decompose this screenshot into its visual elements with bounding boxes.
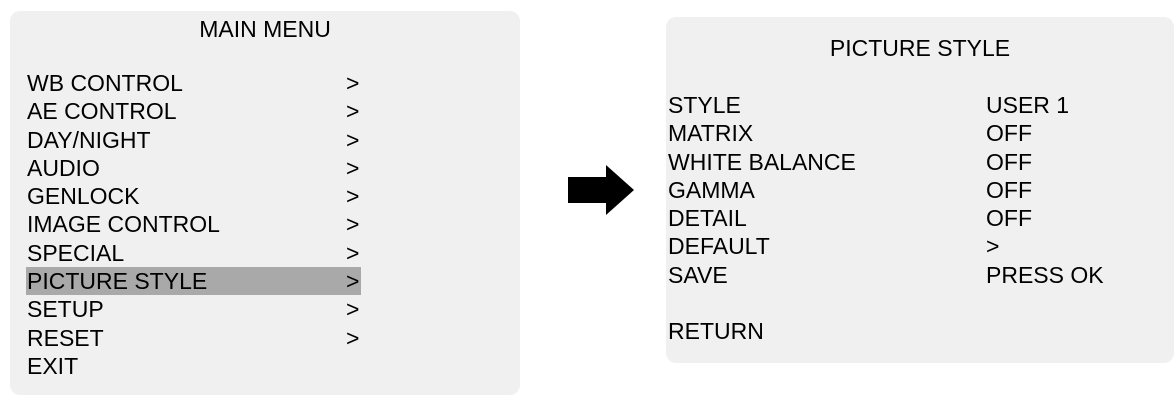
submenu-arrow-icon: > xyxy=(346,211,360,238)
picture-style-item-save[interactable]: SAVE PRESS OK xyxy=(666,261,1174,289)
picture-style-list: STYLE USER 1 MATRIX OFF WHITE BALANCE OF… xyxy=(666,91,1174,346)
menu-item-label: AE CONTROL xyxy=(27,98,177,125)
menu-item-label: SPECIAL xyxy=(27,239,125,266)
picture-style-item-default[interactable]: DEFAULT > xyxy=(666,232,1174,260)
main-menu-item-wb-control[interactable]: WB CONTROL > xyxy=(10,69,520,97)
menu-item-value: OFF xyxy=(986,120,1032,147)
main-menu-list: WB CONTROL > AE CONTROL > DAY/NIGHT > AU… xyxy=(10,69,520,380)
submenu-arrow-icon: > xyxy=(346,239,360,266)
menu-item-label: SAVE xyxy=(668,261,728,288)
menu-item-value: OFF xyxy=(986,176,1032,203)
main-menu-item-image-control[interactable]: IMAGE CONTROL > xyxy=(10,210,520,238)
picture-style-item-white-balance[interactable]: WHITE BALANCE OFF xyxy=(666,148,1174,176)
main-menu-title: MAIN MENU xyxy=(199,16,331,42)
submenu-arrow-icon: > xyxy=(346,154,360,181)
main-menu-item-day-night[interactable]: DAY/NIGHT > xyxy=(10,126,520,154)
submenu-arrow-icon: > xyxy=(346,296,360,323)
menu-item-label: GAMMA xyxy=(668,176,755,203)
submenu-arrow-icon: > xyxy=(346,268,360,295)
menu-item-label: DAY/NIGHT xyxy=(27,126,151,153)
picture-style-item-gamma[interactable]: GAMMA OFF xyxy=(666,176,1174,204)
submenu-arrow-icon: > xyxy=(346,98,360,125)
submenu-arrow-icon: > xyxy=(986,233,1000,260)
picture-style-title: PICTURE STYLE xyxy=(829,35,1011,61)
main-menu-item-special[interactable]: SPECIAL > xyxy=(10,239,520,267)
menu-item-label: DETAIL xyxy=(668,205,747,232)
picture-style-item-detail[interactable]: DETAIL OFF xyxy=(666,204,1174,232)
main-menu-item-picture-style[interactable]: PICTURE STYLE > xyxy=(10,267,520,296)
menu-item-label: WHITE BALANCE xyxy=(668,148,856,175)
menu-item-label: AUDIO xyxy=(27,154,100,181)
main-menu-item-reset[interactable]: RESET > xyxy=(10,324,520,352)
menu-item-value: OFF xyxy=(986,205,1032,232)
menu-item-label: DEFAULT xyxy=(668,233,770,260)
main-menu-item-exit[interactable]: EXIT xyxy=(10,352,520,380)
main-menu-item-ae-control[interactable]: AE CONTROL > xyxy=(10,97,520,125)
picture-style-panel: PICTURE STYLE STYLE USER 1 MATRIX OFF WH… xyxy=(666,17,1174,363)
menu-item-value: PRESS OK xyxy=(986,261,1104,288)
picture-style-item-style[interactable]: STYLE USER 1 xyxy=(666,91,1174,119)
submenu-arrow-icon: > xyxy=(346,70,360,96)
menu-item-label: SETUP xyxy=(27,296,104,323)
menu-item-label: MATRIX xyxy=(668,120,754,147)
menu-item-value: USER 1 xyxy=(986,92,1070,118)
main-menu-item-genlock[interactable]: GENLOCK > xyxy=(10,182,520,210)
submenu-arrow-icon: > xyxy=(346,324,360,351)
menu-item-label: IMAGE CONTROL xyxy=(27,211,220,238)
main-menu-item-audio[interactable]: AUDIO > xyxy=(10,154,520,182)
right-arrow-icon xyxy=(568,165,634,215)
menu-item-label: RESET xyxy=(27,324,104,351)
submenu-arrow-icon: > xyxy=(346,183,360,210)
menu-item-label: EXIT xyxy=(27,352,79,379)
submenu-arrow-icon: > xyxy=(346,126,360,153)
menu-item-label: WB CONTROL xyxy=(27,70,183,96)
menu-item-value: OFF xyxy=(986,148,1032,175)
picture-style-item-return[interactable]: RETURN xyxy=(666,317,1174,345)
menu-spacer xyxy=(666,289,1174,317)
menu-item-label: RETURN xyxy=(668,318,764,345)
menu-item-label: STYLE xyxy=(668,92,741,118)
main-menu-panel: MAIN MENU WB CONTROL > AE CONTROL > DAY/… xyxy=(10,11,520,395)
picture-style-item-matrix[interactable]: MATRIX OFF xyxy=(666,119,1174,147)
menu-item-label: PICTURE STYLE xyxy=(27,268,208,295)
main-menu-item-setup[interactable]: SETUP > xyxy=(10,295,520,323)
menu-item-label: GENLOCK xyxy=(27,183,140,210)
